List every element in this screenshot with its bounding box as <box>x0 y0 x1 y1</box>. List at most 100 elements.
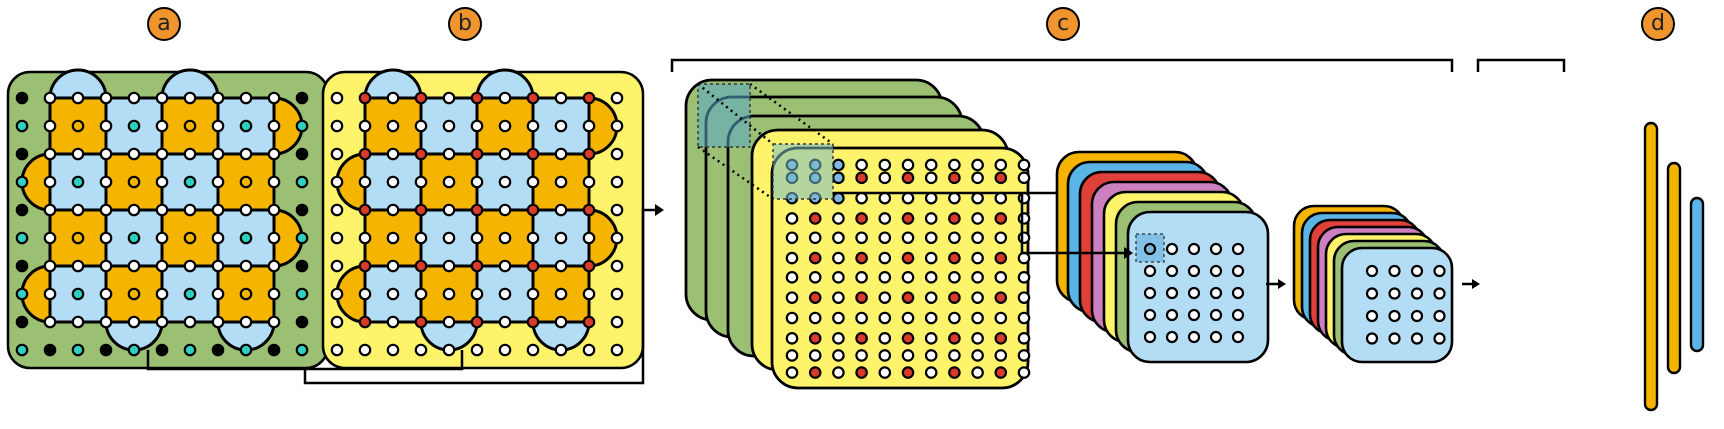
qubit-dot <box>470 259 484 273</box>
panel-c-conv-stack <box>684 78 1480 390</box>
qubit-dot <box>414 147 428 161</box>
qubit-dot <box>330 259 344 273</box>
qubit-dot <box>99 343 113 357</box>
qubit-dot <box>808 332 822 345</box>
qubit-dot <box>386 315 400 329</box>
qubit-dot <box>414 287 428 301</box>
qubit-dot <box>267 91 281 105</box>
label-b: b <box>448 7 482 41</box>
qubit-dot <box>1187 330 1201 344</box>
qubit-dot <box>855 291 868 304</box>
label-d: d <box>1641 7 1675 41</box>
qubit-dot <box>901 231 915 245</box>
qubit-dot <box>554 315 568 329</box>
qubit-dot <box>99 91 113 105</box>
qubit-dot <box>386 343 400 357</box>
bracket-d <box>1476 58 1566 72</box>
qubit-dot <box>386 231 400 245</box>
qubit-dot <box>414 259 428 273</box>
qubit-dot <box>994 231 1008 245</box>
qubit-dot <box>330 91 344 105</box>
qubit-dot <box>43 315 57 329</box>
qubit-dot <box>855 271 868 284</box>
qubit-dot <box>15 147 29 161</box>
qubit-dot <box>99 287 113 301</box>
qubit-dot <box>330 315 344 329</box>
qubit-dot <box>785 349 799 362</box>
boundary-stabilizer <box>48 68 108 100</box>
qubit-dot <box>1017 366 1031 379</box>
qubit-dot <box>808 291 822 304</box>
qubit-dot <box>994 291 1008 304</box>
qubit-dot <box>994 171 1008 185</box>
qubit-dot <box>582 259 596 273</box>
qubit-dot <box>183 343 197 357</box>
qubit-dot <box>358 287 372 301</box>
qubit-dot <box>610 231 624 245</box>
qubit-dot <box>71 91 85 105</box>
panel-b-lattice <box>321 68 645 370</box>
qubit-dot <box>971 191 984 205</box>
qubit-dot <box>1017 332 1031 345</box>
qubit-dot <box>971 158 984 172</box>
qubit-dot <box>43 231 57 245</box>
qubit-dot <box>878 291 892 304</box>
qubit-dot <box>295 343 309 357</box>
qubit-dot <box>386 287 400 301</box>
qubit-dot <box>554 203 568 217</box>
qubit-dot <box>855 191 868 205</box>
qubit-dot <box>15 287 29 301</box>
qubit-dot <box>1365 309 1379 323</box>
dense-layer-1 <box>1643 121 1659 412</box>
qubit-dot <box>442 175 456 189</box>
qubit-dot <box>924 231 938 245</box>
qubit-dot <box>582 91 596 105</box>
qubit-dot <box>155 315 169 329</box>
qubit-dot <box>211 343 225 357</box>
qubit-dot <box>582 287 596 301</box>
qubit-dot <box>470 231 484 245</box>
qubit-dot <box>183 119 197 133</box>
qubit-dot <box>924 171 938 185</box>
label-a: a <box>147 7 181 41</box>
qubit-dot <box>15 203 29 217</box>
qubit-dot <box>582 231 596 245</box>
qubit-dot <box>1165 242 1179 256</box>
qubit-dot <box>267 343 281 357</box>
qubit-dot <box>470 119 484 133</box>
qubit-dot <box>610 91 624 105</box>
qubit-dot <box>127 343 141 357</box>
qubit-dot <box>295 91 309 105</box>
qubit-dot <box>442 231 456 245</box>
qubit-dot <box>239 343 253 357</box>
qubit-dot <box>99 315 113 329</box>
qubit-dot <box>127 259 141 273</box>
qubit-dot <box>330 287 344 301</box>
qubit-dot <box>785 332 799 345</box>
qubit-dot <box>1410 264 1424 278</box>
qubit-dot <box>994 212 1008 225</box>
qubit-dot <box>994 349 1008 362</box>
qubit-dot <box>808 251 822 265</box>
label-d-text: d <box>1651 11 1665 36</box>
qubit-dot <box>211 259 225 273</box>
qubit-dot <box>211 287 225 301</box>
qubit-dot <box>1143 242 1157 256</box>
qubit-dot <box>832 171 845 185</box>
qubit-dot <box>15 343 29 357</box>
qubit-dot <box>526 119 540 133</box>
qubit-dot <box>1165 308 1179 322</box>
qubit-dot <box>971 271 984 284</box>
qubit-dot <box>610 203 624 217</box>
qubit-dot <box>554 119 568 133</box>
qubit-dot <box>832 212 845 225</box>
qubit-dot <box>470 315 484 329</box>
qubit-dot <box>43 175 57 189</box>
qubit-dot <box>155 91 169 105</box>
qubit-dot <box>855 212 868 225</box>
qubit-dot <box>994 271 1008 284</box>
qubit-dot <box>878 212 892 225</box>
qubit-dot <box>1017 212 1031 225</box>
qubit-dot <box>127 175 141 189</box>
qubit-dot <box>1410 332 1424 345</box>
